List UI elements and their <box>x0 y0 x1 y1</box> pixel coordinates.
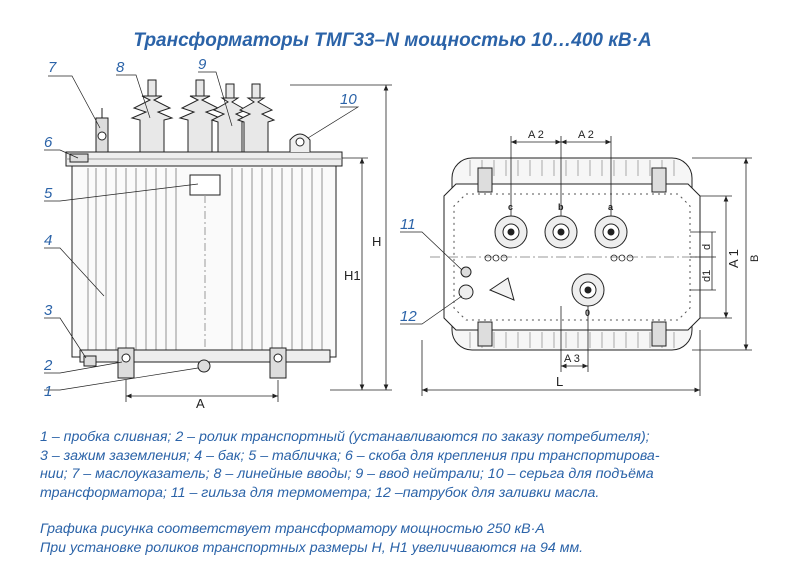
dim-h1: H1 <box>344 268 361 283</box>
nameplate <box>189 174 221 196</box>
filler-pipe <box>458 284 474 300</box>
legend-line: трансформатора; 11 – гильза для термомет… <box>40 484 600 501</box>
top-view-dimensions <box>421 136 752 396</box>
chain-marks <box>484 254 634 262</box>
transformer-drawing: A H H1 7 8 9 10 6 5 4 3 2 1 <box>43 56 761 411</box>
side-view <box>65 79 343 379</box>
top-view <box>430 157 714 351</box>
dim-d: d <box>701 244 713 250</box>
radiator-fins <box>87 168 323 355</box>
top-neutral-bushing <box>571 273 605 307</box>
callout-6: 6 <box>44 134 53 151</box>
phase-c: c <box>508 202 513 212</box>
side-view-dimensions <box>125 84 392 402</box>
dim-a3: A 3 <box>564 353 580 365</box>
dim-a1: A 1 <box>726 249 741 268</box>
drain-plug <box>197 359 211 373</box>
dim-a2-right: A 2 <box>578 129 594 141</box>
callout-5: 5 <box>44 185 53 202</box>
transport-bracket <box>69 153 89 163</box>
ground-clamp <box>83 355 97 367</box>
note-line: Графика рисунка соответствует трансформа… <box>40 521 545 537</box>
legend-line: нии; 7 – маслоуказатель; 8 – линейные вв… <box>40 466 654 482</box>
line-bushings <box>130 79 276 153</box>
transport-rollers <box>117 347 287 379</box>
legend-line: 1 – пробка сливная; 2 – ролик транспортн… <box>40 429 650 445</box>
top-cover <box>443 183 701 331</box>
side-callout-leaders <box>44 71 360 391</box>
callout-1: 1 <box>44 383 52 400</box>
note-line: При установке роликов транспортных разме… <box>40 539 584 556</box>
dim-a: A <box>196 396 205 411</box>
legend: 1 – пробка сливная; 2 – ролик транспортн… <box>40 428 770 502</box>
callout-3: 3 <box>44 302 53 319</box>
top-line-bushings <box>494 215 628 249</box>
page-title: Трансформаторы ТМГ33–N мощностью 10…400 … <box>133 30 652 51</box>
callout-12: 12 <box>400 308 417 325</box>
phase-neutral: 0 <box>585 308 590 318</box>
legend-line: 3 – зажим заземления; 4 – бак; 5 – табли… <box>40 447 660 464</box>
callout-2: 2 <box>43 357 53 374</box>
dim-d1: d1 <box>701 270 713 282</box>
dim-a2-left: A 2 <box>528 129 544 141</box>
callout-7: 7 <box>48 59 57 76</box>
callout-4: 4 <box>44 232 52 249</box>
callout-9: 9 <box>198 56 207 73</box>
dim-l: L <box>556 374 563 389</box>
callout-8: 8 <box>116 59 125 76</box>
oil-gauge <box>95 108 109 153</box>
lifting-eye <box>289 133 311 152</box>
thermometer-sleeve <box>460 266 472 278</box>
callout-11: 11 <box>400 216 416 233</box>
notes: Графика рисунка соответствует трансформа… <box>40 520 770 557</box>
dim-b: B <box>749 255 761 262</box>
callout-10: 10 <box>340 91 357 108</box>
top-callout-leaders <box>400 231 463 325</box>
dim-h: H <box>372 234 381 249</box>
